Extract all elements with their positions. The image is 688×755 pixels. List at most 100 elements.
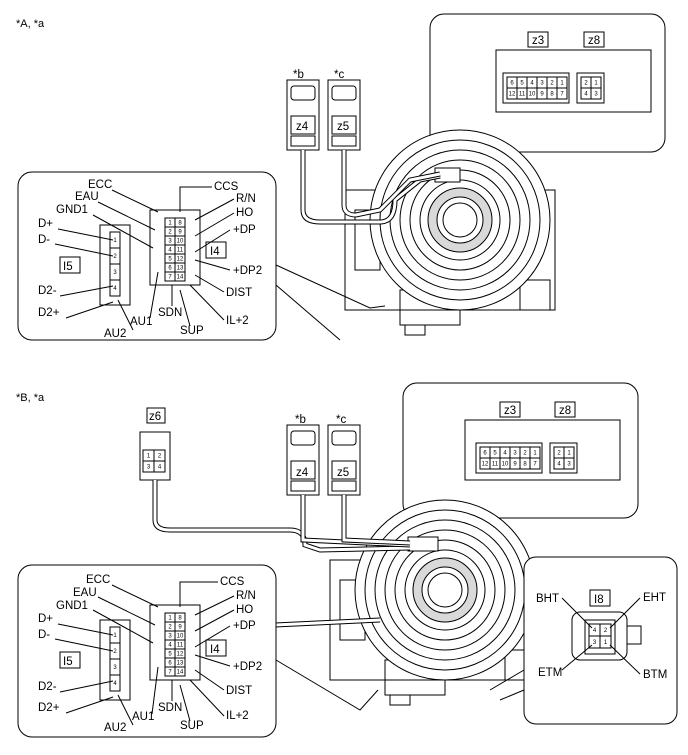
pin-number: 5: [168, 257, 172, 263]
label-z8-a: z8: [588, 35, 600, 47]
pin-cell: [174, 271, 186, 282]
pin-number: 6: [510, 81, 514, 87]
pin-gnd1-b: GND1: [56, 600, 88, 612]
pin-detail-box-b: [17, 564, 277, 738]
pin-eau-a: EAU: [75, 191, 99, 203]
pin-number: 1: [147, 454, 151, 460]
pin-dp-a: +DP: [233, 224, 256, 236]
connector-i5-b: [99, 619, 131, 701]
pin-eau-b: EAU: [73, 587, 97, 599]
connector-z8-a: [576, 72, 605, 104]
pin-number: 3: [113, 270, 117, 276]
label-i4-b: I4: [210, 644, 220, 656]
clock-spring-b: [329, 499, 541, 706]
pin-number: 11: [519, 92, 526, 98]
pin-au1-b: AU1: [132, 711, 154, 723]
label-z8-b: z8: [559, 405, 571, 417]
label-star-b-a: *b: [293, 69, 304, 81]
pin-dist-b: DIST: [226, 685, 252, 697]
pin-ecc-a: ECC: [88, 179, 112, 191]
plug-z5-a: [327, 79, 361, 151]
label-z5-a: z5: [337, 121, 349, 133]
label-i4-a: I4: [210, 246, 220, 258]
pin-number: 12: [177, 652, 184, 658]
pin-detail-box-a: [17, 171, 277, 341]
pin-number: 2: [550, 81, 554, 87]
pin-cell: [590, 87, 602, 100]
connector-i4-b: [149, 604, 201, 681]
pin-number: 10: [177, 239, 184, 245]
pin-cell: [174, 666, 186, 677]
pin-number: 9: [540, 92, 544, 98]
pin-sup-b: SUP: [180, 720, 204, 732]
pin-d2plus-a: D2+: [38, 307, 60, 319]
pin-dp2-b: +DP2: [233, 661, 262, 673]
pin-number: 11: [492, 462, 499, 468]
pin-number: 5: [493, 451, 497, 457]
pin-dp-b: +DP: [233, 620, 256, 632]
pin-number: 1: [533, 451, 537, 457]
header-b: *B, *a: [16, 392, 45, 404]
pin-number: 1: [168, 616, 172, 622]
pin-d2minus-b: D2-: [38, 681, 57, 693]
pin-number: 6: [483, 451, 487, 457]
plug-z5-b: [327, 424, 361, 496]
pin-number: 7: [533, 462, 537, 468]
pin-number: 13: [177, 661, 184, 667]
pin-number: 10: [177, 634, 184, 640]
pin-number: 3: [513, 451, 517, 457]
pin-number: 2: [113, 649, 117, 655]
pin-number: 12: [177, 257, 184, 263]
pin-number: 11: [177, 248, 184, 254]
pin-number: 2: [168, 230, 172, 236]
pin-number: 7: [560, 92, 564, 98]
pin-number: 8: [523, 462, 527, 468]
pin-number: 6: [168, 266, 172, 272]
pin-number: 8: [178, 221, 182, 227]
pin-number: 2: [113, 254, 117, 260]
pin-number: 4: [168, 248, 172, 254]
pin-number: 1: [594, 81, 598, 87]
pin-dplus-b: D+: [38, 613, 53, 625]
pin-number: 1: [604, 640, 608, 646]
plug-z4-b: [286, 424, 320, 496]
pin-au2-a: AU2: [104, 328, 126, 340]
pin-number: 6: [168, 661, 172, 667]
label-z4-a: z4: [296, 121, 309, 133]
pin-number: 1: [113, 633, 117, 639]
pin-rn-b: R/N: [236, 590, 256, 602]
pin-number: 7: [168, 670, 172, 676]
pin-cell: [109, 674, 121, 692]
pin-au1-a: AU1: [130, 316, 152, 328]
pin-number: 3: [593, 640, 597, 646]
pin-number: 4: [503, 451, 507, 457]
pin-number: 9: [513, 462, 517, 468]
plug-z4-a: [286, 79, 320, 151]
pin-ho-b: HO: [236, 604, 253, 616]
connector-z3-b: [475, 442, 543, 474]
pin-number: 2: [168, 625, 172, 631]
label-z3-a: z3: [532, 35, 544, 47]
pin-number: 1: [567, 451, 571, 457]
pin-number: 8: [550, 92, 554, 98]
label-i8: I8: [594, 594, 604, 606]
pin-ccs-a: CCS: [214, 181, 239, 193]
pin-ho-a: HO: [236, 207, 253, 219]
pin-il2-b: IL+2: [226, 710, 249, 722]
i8-etm: ETM: [538, 667, 562, 679]
pin-number: 2: [158, 454, 162, 460]
connector-z3-a: [502, 72, 570, 104]
pin-cell: [109, 279, 121, 297]
pin-number: 9: [178, 230, 182, 236]
pin-dplus-a: D+: [38, 218, 53, 230]
pin-dminus-a: D-: [38, 234, 50, 246]
pin-sup-a: SUP: [180, 325, 204, 337]
pin-number: 4: [557, 462, 561, 468]
pin-cell: [599, 635, 612, 649]
pin-ecc-b: ECC: [86, 574, 110, 586]
pin-number: 4: [158, 465, 162, 471]
pin-d2minus-a: D2-: [38, 285, 57, 297]
